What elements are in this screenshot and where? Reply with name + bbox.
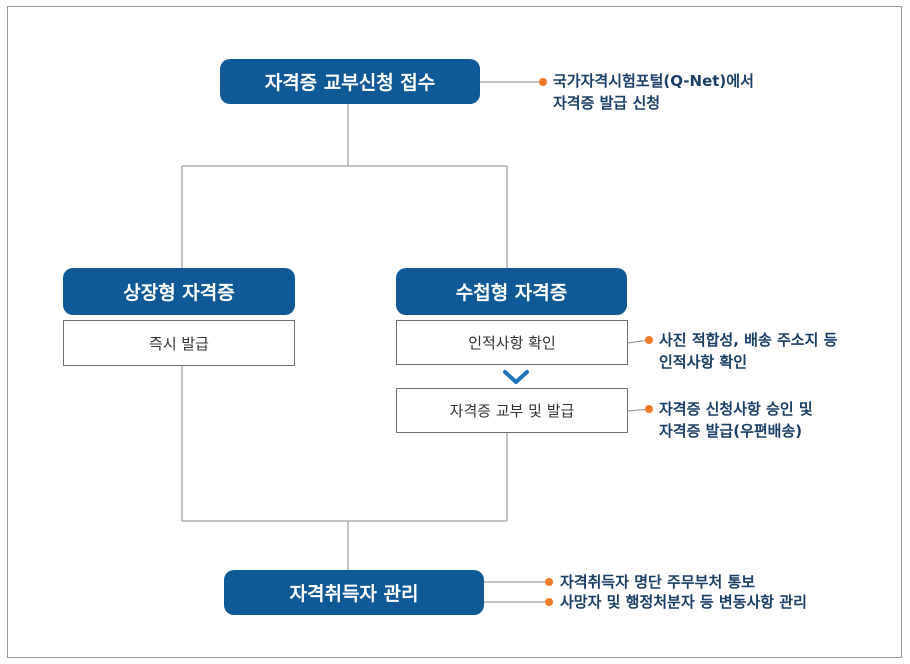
note-issue: 자격증 신청사항 승인 및 자격증 발급(우편배송) [659, 398, 813, 442]
note-manage-2: 사망자 및 행정처분자 등 변동사항 관리 [560, 593, 807, 611]
note-line: 자격증 신청사항 승인 및 [659, 400, 813, 418]
chevron-down-icon [503, 370, 529, 384]
node-certificate-type-a: 상장형 자격증 [63, 268, 295, 315]
step-verify-personal-info: 인적사항 확인 [396, 320, 628, 365]
diagram-frame [7, 6, 902, 658]
note-receipt: 국가자격시험포털(Q-Net)에서 자격증 발급 신청 [553, 70, 754, 114]
note-line: 국가자격시험포털(Q-Net)에서 [553, 72, 754, 90]
bullet-dot [545, 598, 553, 606]
note-line: 자격증 발급(우편배송) [659, 422, 803, 440]
step-immediate-issue: 즉시 발급 [63, 320, 295, 366]
node-manage-holders: 자격취득자 관리 [224, 570, 484, 615]
note-line: 사진 적합성, 배송 주소지 등 [659, 331, 838, 349]
note-manage-1: 자격취득자 명단 주무부처 통보 [560, 573, 756, 591]
node-receipt: 자격증 교부신청 접수 [220, 59, 480, 104]
bullet-dot [545, 578, 553, 586]
bullet-dot [539, 78, 547, 86]
note-line: 자격증 발급 신청 [553, 94, 661, 112]
bullet-dot [645, 336, 653, 344]
step-issue-certificate: 자격증 교부 및 발급 [396, 388, 628, 433]
bullet-dot [645, 405, 653, 413]
note-verify: 사진 적합성, 배송 주소지 등 인적사항 확인 [659, 329, 837, 373]
note-line: 인적사항 확인 [659, 353, 748, 371]
node-certificate-type-b: 수첩형 자격증 [396, 268, 627, 315]
